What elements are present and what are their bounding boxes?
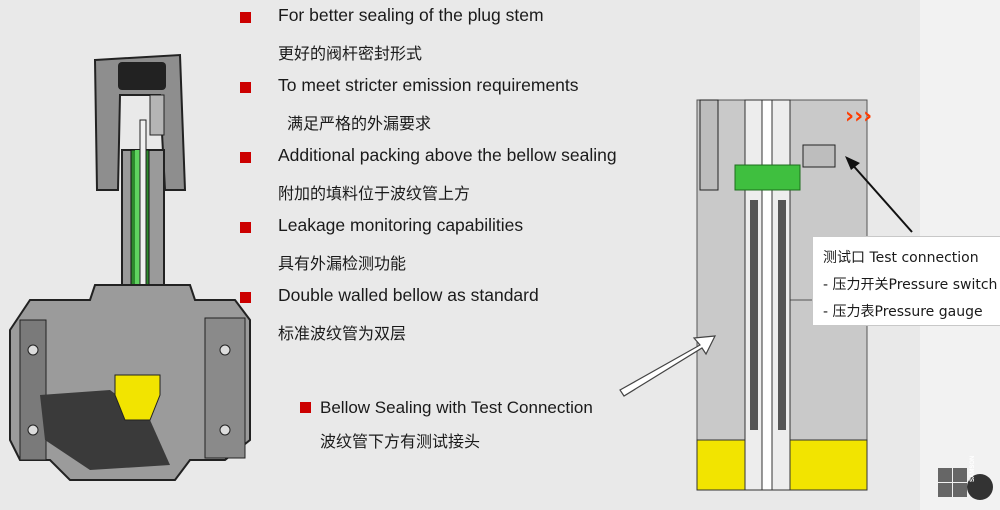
bullet-marker <box>240 152 251 163</box>
test-connection-callout: 测试口 Test connection - 压力开关Pressure switc… <box>812 236 1000 326</box>
bottom-bullet-zh: 波纹管下方有测试接头 <box>320 432 481 451</box>
bullet-en: Leakage monitoring capabilities <box>278 215 524 235</box>
bullet-zh: 标准波纹管为双层 <box>278 324 407 343</box>
bullet-zh: 满足严格的外漏要求 <box>287 114 432 133</box>
bullet-marker <box>300 402 311 413</box>
callout-title: 测试口 Test connection <box>823 250 979 266</box>
bullet-marker <box>240 222 251 233</box>
callout-line-1: - 压力开关Pressure switch <box>823 277 998 293</box>
bullet-en: Double walled bellow as standard <box>278 285 539 305</box>
samson-logo: SAMSON <box>970 455 976 482</box>
bullet-marker <box>240 292 251 303</box>
bullet-en: To meet stricter emission requirements <box>278 75 579 95</box>
bullet-en: Additional packing above the bellow seal… <box>278 145 617 165</box>
callout-line-2: - 压力表Pressure gauge <box>823 304 983 320</box>
bullet-zh: 更好的阀杆密封形式 <box>278 44 423 63</box>
chevron-arrows-icon: ››› <box>845 104 873 129</box>
bullet-marker <box>240 12 251 23</box>
bottom-bullet-en: Bellow Sealing with Test Connection <box>320 398 593 417</box>
bullet-zh: 具有外漏检测功能 <box>278 254 407 273</box>
bullet-marker <box>240 82 251 93</box>
bullet-zh: 附加的填料位于波纹管上方 <box>278 184 471 203</box>
bullet-en: For better sealing of the plug stem <box>278 5 544 25</box>
